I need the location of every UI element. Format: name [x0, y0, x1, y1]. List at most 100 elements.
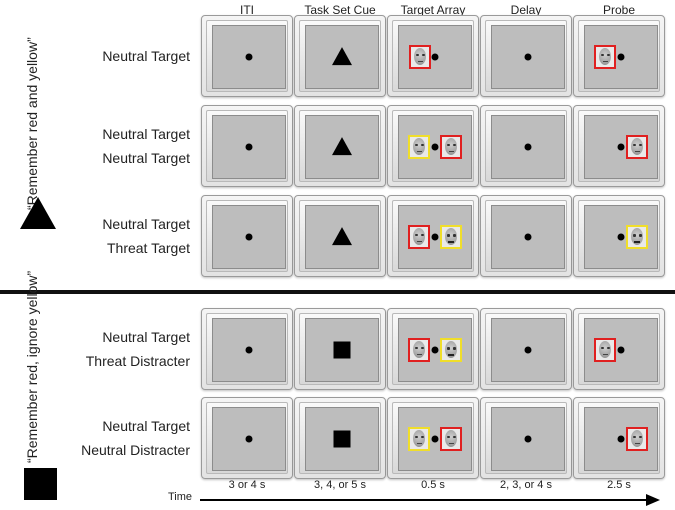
- monitor-iti: [201, 195, 293, 277]
- monitor-screen: [305, 318, 379, 382]
- row-label: Neutral Target: [60, 44, 190, 68]
- monitor-screen: [584, 318, 658, 382]
- time-arrow-icon: [200, 494, 660, 506]
- fixation-dot-icon: [245, 435, 253, 443]
- monitor-cue: [294, 308, 386, 390]
- fixation-dot-icon: [617, 53, 625, 61]
- monitor-array: [387, 15, 479, 97]
- column-header-delay: Delay: [510, 3, 542, 17]
- face-stimulus-red: [626, 135, 648, 159]
- monitor-screen: [584, 115, 658, 179]
- triangle-cue-icon: [18, 195, 58, 236]
- monitor-screen: [212, 407, 286, 471]
- monitor-screen: [212, 205, 286, 269]
- monitor-screen: [491, 407, 565, 471]
- monitor-screen: [212, 115, 286, 179]
- monitor-delay: [480, 308, 572, 390]
- monitor-cue: [294, 195, 386, 277]
- monitor-iti: [201, 15, 293, 97]
- fixation-dot-icon: [245, 53, 253, 61]
- fixation-dot-icon: [431, 53, 439, 61]
- fixation-dot-icon: [431, 233, 439, 241]
- monitor-cue: [294, 105, 386, 187]
- row-label-line: Neutral Target: [102, 216, 190, 232]
- row-label-line: Neutral Target: [102, 48, 190, 64]
- column-header-probe: Probe: [602, 3, 636, 17]
- monitor-screen: [398, 115, 472, 179]
- monitor-screen: [398, 25, 472, 89]
- column-header-target-array: Target Array: [400, 3, 466, 17]
- monitor-delay: [480, 397, 572, 479]
- row-label-line: Threat Target: [106, 240, 190, 256]
- fixation-dot-icon: [524, 435, 532, 443]
- monitor-screen: [584, 407, 658, 471]
- face-stimulus-red: [440, 135, 462, 159]
- monitor-array: [387, 195, 479, 277]
- fixation-dot-icon: [617, 346, 625, 354]
- fixation-dot-icon: [617, 435, 625, 443]
- duration-probe: 2.5 s: [607, 479, 631, 491]
- fixation-dot-icon: [524, 346, 532, 354]
- face-stimulus-red: [408, 225, 430, 249]
- row-label-line: Neutral Target: [102, 329, 190, 345]
- face-stimulus-red: [408, 338, 430, 362]
- monitor-screen: [491, 25, 565, 89]
- triangle-cue-icon: [332, 227, 352, 246]
- row-label-line: Neutral Target: [102, 418, 190, 434]
- column-header-task-set-cue: Task Set Cue: [304, 3, 376, 17]
- monitor-iti: [201, 308, 293, 390]
- time-axis-label: Time: [168, 491, 193, 503]
- monitor-screen: [398, 318, 472, 382]
- monitor-screen: [584, 25, 658, 89]
- monitor-screen: [398, 205, 472, 269]
- monitor-screen: [212, 318, 286, 382]
- monitor-screen: [305, 115, 379, 179]
- fixation-dot-icon: [431, 143, 439, 151]
- monitor-probe: [573, 397, 665, 479]
- monitor-array: [387, 105, 479, 187]
- fixation-dot-icon: [245, 143, 253, 151]
- square-cue-icon: [333, 341, 351, 359]
- face-stimulus-red: [594, 338, 616, 362]
- monitor-screen: [491, 205, 565, 269]
- square-cue-icon: [333, 430, 351, 448]
- monitor-cue: [294, 15, 386, 97]
- monitor-screen: [305, 205, 379, 269]
- face-stimulus-yellow: [626, 225, 648, 249]
- face-stimulus-red: [440, 427, 462, 451]
- fixation-dot-icon: [617, 233, 625, 241]
- face-stimulus-red: [594, 45, 616, 69]
- row-label-line: Neutral Distracter: [81, 442, 190, 458]
- fixation-dot-icon: [431, 435, 439, 443]
- monitor-iti: [201, 397, 293, 479]
- fixation-dot-icon: [245, 346, 253, 354]
- fixation-dot-icon: [245, 233, 253, 241]
- column-header-iti: ITI: [240, 3, 254, 17]
- duration-target-array: 0.5 s: [421, 479, 445, 491]
- row-label-line: Neutral Target: [102, 150, 190, 166]
- monitor-screen: [491, 318, 565, 382]
- monitor-array: [387, 397, 479, 479]
- monitor-screen: [584, 205, 658, 269]
- monitor-screen: [212, 25, 286, 89]
- row-label-line: Threat Distracter: [85, 353, 190, 369]
- monitor-probe: [573, 195, 665, 277]
- monitor-cue: [294, 397, 386, 479]
- square-cue-icon: [24, 468, 57, 500]
- monitor-delay: [480, 105, 572, 187]
- fixation-dot-icon: [524, 143, 532, 151]
- fixation-dot-icon: [617, 143, 625, 151]
- monitor-screen: [305, 407, 379, 471]
- face-stimulus-yellow: [440, 338, 462, 362]
- face-stimulus-yellow: [408, 427, 430, 451]
- monitor-probe: [573, 15, 665, 97]
- monitor-screen: [305, 25, 379, 89]
- triangle-cue-icon: [332, 47, 352, 66]
- duration-iti: 3 or 4 s: [228, 479, 266, 491]
- fixation-dot-icon: [524, 233, 532, 241]
- monitor-delay: [480, 15, 572, 97]
- face-stimulus-red: [409, 45, 431, 69]
